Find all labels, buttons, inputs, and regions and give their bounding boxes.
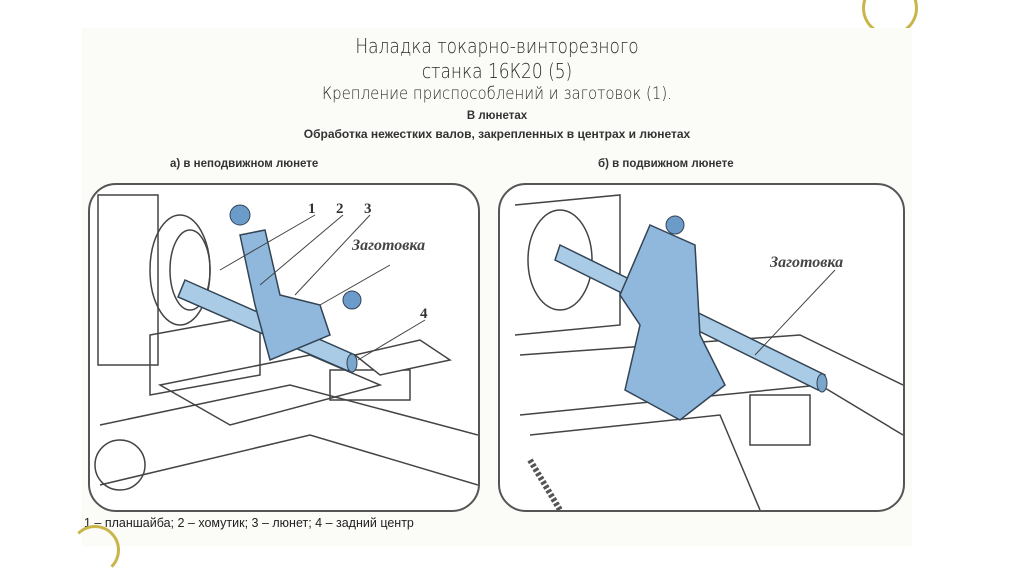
workpiece-label: Заготовка bbox=[769, 254, 843, 271]
decorative-arc-bottom bbox=[70, 525, 120, 575]
panel-b-label: б) в подвижном люнете bbox=[598, 158, 734, 170]
title-line-1: Наладка токарно-винторезного bbox=[355, 34, 639, 58]
heading: Обработка нежестких валов, закрепленных … bbox=[303, 127, 691, 141]
slide-sheet: Наладка токарно-винторезного станка 16К2… bbox=[82, 28, 912, 546]
callout-1: 1 bbox=[308, 201, 316, 217]
lathe-moving-steady-illustration: Заготовка bbox=[514, 194, 903, 510]
panel-a-label: а) в неподвижном люнете bbox=[170, 158, 319, 170]
lathe-fixed-steady-illustration: 1 2 3 4 Заготовка bbox=[94, 194, 478, 491]
section-title: В люнетах bbox=[466, 110, 528, 122]
panel-b-moving-steady-rest: Заготовка bbox=[498, 183, 905, 512]
legend-caption: 1 – планшайба; 2 – хомутик; 3 – люнет; 4… bbox=[84, 516, 414, 530]
panel-a-fixed-steady-rest: 1 2 3 4 Заготовка bbox=[88, 183, 480, 512]
steady-rest bbox=[619, 224, 726, 421]
workpiece-label: Заготовка bbox=[351, 237, 425, 254]
steady-rest bbox=[239, 229, 331, 362]
callout-2: 2 bbox=[336, 201, 344, 217]
callout-3: 3 bbox=[364, 201, 372, 217]
title-line-2: станка 16К20 (5) bbox=[421, 59, 573, 83]
callout-4: 4 bbox=[420, 306, 428, 322]
subtitle: Крепление приспособлений и заготовок (1)… bbox=[322, 84, 672, 104]
